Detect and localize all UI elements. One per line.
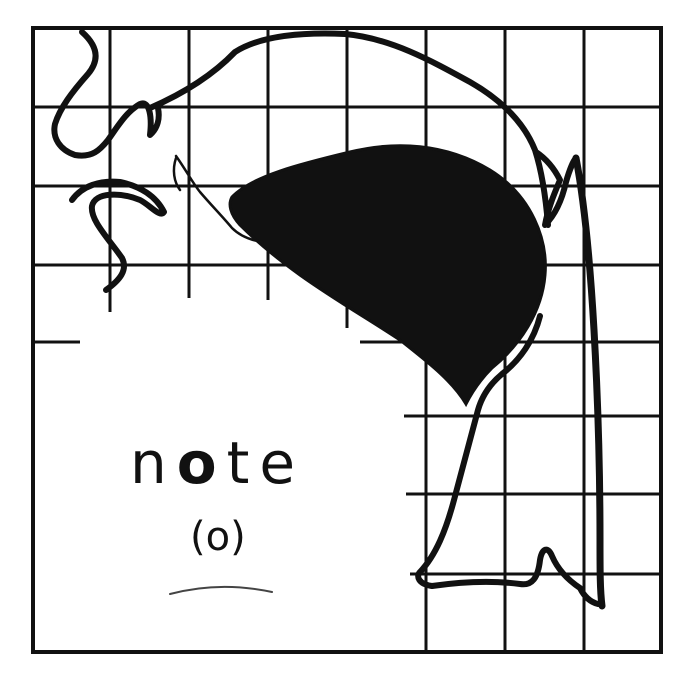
throat-front-outline	[415, 313, 543, 589]
example-word-prefix: n	[130, 429, 177, 497]
velum-outline	[533, 149, 579, 228]
lower-lip-outline	[69, 178, 167, 293]
larynx-outline	[429, 546, 601, 607]
caption-clearing	[36, 298, 402, 649]
teeth-stub	[172, 156, 182, 192]
upper-lip-outline	[51, 29, 162, 159]
example-word-vowel: o	[176, 429, 227, 497]
example-word-suffix: te	[226, 429, 306, 497]
teeth-outline	[174, 154, 264, 244]
caption-underline-mark	[169, 585, 273, 595]
tongue-shape	[228, 144, 547, 408]
pharynx-wall	[572, 154, 606, 610]
example-word: note	[130, 428, 360, 498]
phonetic-symbol: (o)	[190, 514, 246, 560]
